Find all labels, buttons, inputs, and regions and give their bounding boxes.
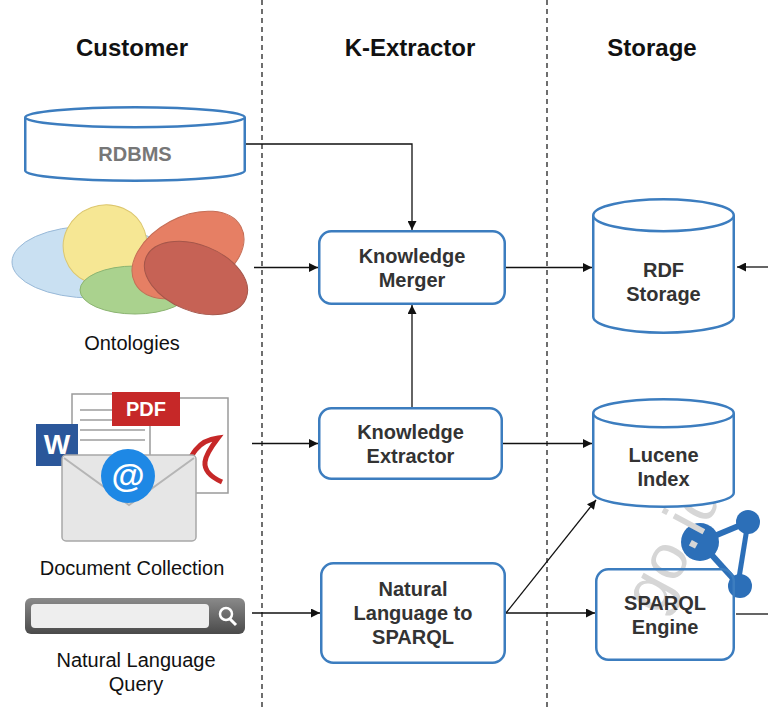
- box-label: Natural Language to SPARQL: [338, 577, 488, 649]
- column-header: K-Extractor: [345, 34, 476, 62]
- source-label: Document Collection: [40, 556, 225, 580]
- flow-arrow: [506, 267, 592, 268]
- column-divider: [546, 0, 547, 709]
- flow-arrow: [411, 305, 412, 407]
- box-label: Knowledge Extractor: [346, 420, 476, 468]
- column-header: Storage: [607, 34, 696, 62]
- flow-arrow: [506, 612, 595, 613]
- icon-text: @: [111, 456, 144, 495]
- storage-cylinder: Lucene Index: [592, 398, 735, 508]
- box-outline: [595, 568, 735, 661]
- icon-text: PDF: [126, 398, 166, 421]
- search-bar: [25, 598, 245, 634]
- box-label: Lucene Index: [619, 443, 709, 491]
- offpage-line: [736, 613, 768, 614]
- offpage-arrow: [737, 266, 768, 267]
- column-divider: [261, 0, 262, 709]
- icon-text: W: [44, 429, 70, 461]
- flow-arrow: [252, 612, 320, 613]
- flow-arrow: [254, 267, 318, 268]
- ontologies-figure: [12, 193, 259, 329]
- column-header: Customer: [76, 34, 188, 62]
- box-label: Knowledge Merger: [347, 244, 477, 292]
- process-box: Natural Language to SPARQL: [320, 562, 506, 664]
- storage-cylinder: RDF Storage: [592, 198, 735, 334]
- source-figure: Ontologies: [10, 200, 254, 355]
- flow-arrow: [246, 144, 412, 230]
- flow-arrow: [503, 443, 592, 444]
- source-figure: Natural Language Query: [20, 596, 252, 696]
- box-outline: [318, 230, 506, 305]
- storage-cylinder: RDBMS: [24, 106, 246, 182]
- source-label: Ontologies: [84, 331, 180, 355]
- flow-arrow: [506, 500, 596, 613]
- box-label: RDF Storage: [619, 258, 709, 306]
- box-outline: [318, 407, 503, 480]
- process-box: SPARQL Engine: [595, 568, 735, 661]
- box-label: SPARQL Engine: [615, 591, 715, 639]
- process-box: Knowledge Merger: [318, 230, 506, 305]
- process-box: Knowledge Extractor: [318, 407, 503, 480]
- document-icons: [36, 392, 228, 541]
- source-figure: Document Collection: [12, 385, 252, 580]
- box-label: RDBMS: [98, 142, 171, 166]
- flow-arrow: [252, 443, 318, 444]
- source-label: Natural Language Query: [41, 648, 231, 696]
